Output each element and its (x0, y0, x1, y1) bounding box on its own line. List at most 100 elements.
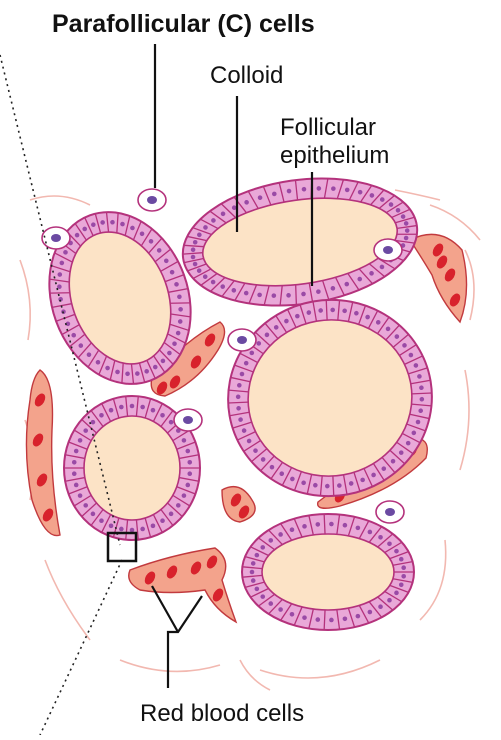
follicular-cell-nucleus (399, 582, 404, 587)
follicular-cell-nucleus (401, 574, 406, 579)
follicular-cell-nucleus (268, 601, 273, 606)
follicular-epithelium-label-line1: Follicular (280, 114, 376, 142)
thyroid-follicle (242, 514, 414, 630)
connective-fiber (120, 660, 220, 671)
follicular-cell-nucleus (182, 438, 187, 443)
follicular-cell-nucleus (268, 538, 273, 543)
follicular-cell-nucleus (250, 570, 255, 575)
follicular-cell-nucleus (356, 614, 361, 619)
magnification-line (40, 560, 122, 735)
colloid (84, 416, 180, 520)
follicular-cell-nucleus (109, 408, 114, 413)
follicular-cell-nucleus (74, 449, 79, 454)
follicular-cell-nucleus (290, 527, 295, 532)
follicular-cell-nucleus (130, 528, 135, 533)
follicular-cell-nucleus (368, 530, 373, 535)
follicular-cell-nucleus (315, 522, 320, 527)
connective-fiber (30, 196, 90, 205)
thyroid-follicle (213, 284, 448, 512)
capillary (129, 548, 236, 622)
follicular-cell-nucleus (260, 545, 265, 550)
connective-fiber (395, 190, 440, 200)
follicular-cell-nucleus (401, 565, 406, 570)
follicular-cell-nucleus (140, 405, 145, 410)
follicular-cell-nucleus (329, 522, 334, 527)
follicular-cell-nucleus (169, 420, 174, 425)
red-blood-cells-label: Red blood cells (140, 700, 304, 728)
follicular-cell-nucleus (109, 524, 114, 529)
follicular-cell-nucleus (278, 607, 283, 612)
follicular-cell-nucleus (251, 578, 256, 583)
parafollicular-cell-nucleus (385, 508, 395, 516)
follicular-cell-nucleus (160, 518, 165, 523)
follicular-cell-nucleus (399, 557, 404, 562)
follicular-cell-nucleus (260, 594, 265, 599)
follicular-cell-nucleus (387, 598, 392, 603)
connective-fiber (460, 370, 469, 470)
colloid-label: Colloid (210, 62, 283, 90)
follicular-cell-nucleus (302, 524, 307, 529)
follicular-cell-nucleus (387, 541, 392, 546)
follicular-cell-nucleus (74, 483, 79, 488)
follicular-cell-nucleus (251, 561, 256, 566)
cell-boundary (324, 610, 325, 630)
follicular-cell-nucleus (72, 471, 77, 476)
follicular-cell-nucleus (176, 503, 181, 508)
follicular-cell-nucleus (99, 518, 104, 523)
cell-boundary (324, 514, 325, 534)
follicular-cell-nucleus (99, 413, 104, 418)
follicular-cell-nucleus (151, 524, 156, 529)
follicular-cell-nucleus (185, 449, 190, 454)
capillary (222, 487, 255, 522)
follicular-cell-nucleus (329, 618, 334, 623)
follicular-cell-nucleus (394, 549, 399, 554)
follicular-cell-nucleus (343, 523, 348, 528)
parafollicular-cell-nucleus (237, 336, 247, 344)
follicular-cell-nucleus (356, 526, 361, 531)
follicular-cell-nucleus (160, 413, 165, 418)
follicular-cell-nucleus (130, 404, 135, 409)
follicular-cell-nucleus (394, 591, 399, 596)
follicular-cell-nucleus (315, 617, 320, 622)
follicular-cell-nucleus (83, 503, 88, 508)
follicular-cell-nucleus (185, 483, 190, 488)
follicular-cell-nucleus (91, 420, 96, 425)
parafollicular-cell-nucleus (383, 246, 393, 254)
follicular-cell-nucleus (378, 535, 383, 540)
follicular-cell-nucleus (302, 615, 307, 620)
follicular-cell-nucleus (278, 532, 283, 537)
connective-fiber (45, 560, 90, 640)
follicular-cell-nucleus (140, 527, 145, 532)
follicular-cell-nucleus (368, 610, 373, 615)
rbc-leader (152, 586, 202, 688)
follicular-cell-nucleus (72, 460, 77, 465)
follicular-cell-nucleus (91, 512, 96, 517)
follicle-group (26, 164, 447, 630)
follicular-cell-nucleus (78, 493, 83, 498)
parafollicular-cell-nucleus (51, 234, 61, 242)
parafollicular-cell-nucleus (183, 416, 193, 424)
follicular-cell-nucleus (343, 616, 348, 621)
colloid (262, 534, 394, 610)
follicular-cell-nucleus (187, 471, 192, 476)
follicular-cell-nucleus (378, 604, 383, 609)
parafollicular-label: Parafollicular (C) cells (52, 10, 315, 39)
follicular-cell-nucleus (187, 460, 192, 465)
follicular-cell-nucleus (255, 553, 260, 558)
parafollicular-cell-nucleus (147, 196, 157, 204)
follicular-epithelium-label-line2: epithelium (280, 142, 389, 170)
connective-fiber (240, 660, 270, 690)
follicular-cell-nucleus (119, 405, 124, 410)
follicular-cell-nucleus (151, 408, 156, 413)
connective-fiber (420, 540, 446, 620)
follicular-cell-nucleus (255, 587, 260, 592)
follicular-cell-nucleus (169, 512, 174, 517)
connective-fiber (260, 660, 380, 678)
follicular-cell-nucleus (78, 438, 83, 443)
follicular-cell-nucleus (290, 612, 295, 617)
follicular-cell-nucleus (182, 493, 187, 498)
follicular-cell-nucleus (83, 428, 88, 433)
connective-fiber (20, 260, 30, 340)
